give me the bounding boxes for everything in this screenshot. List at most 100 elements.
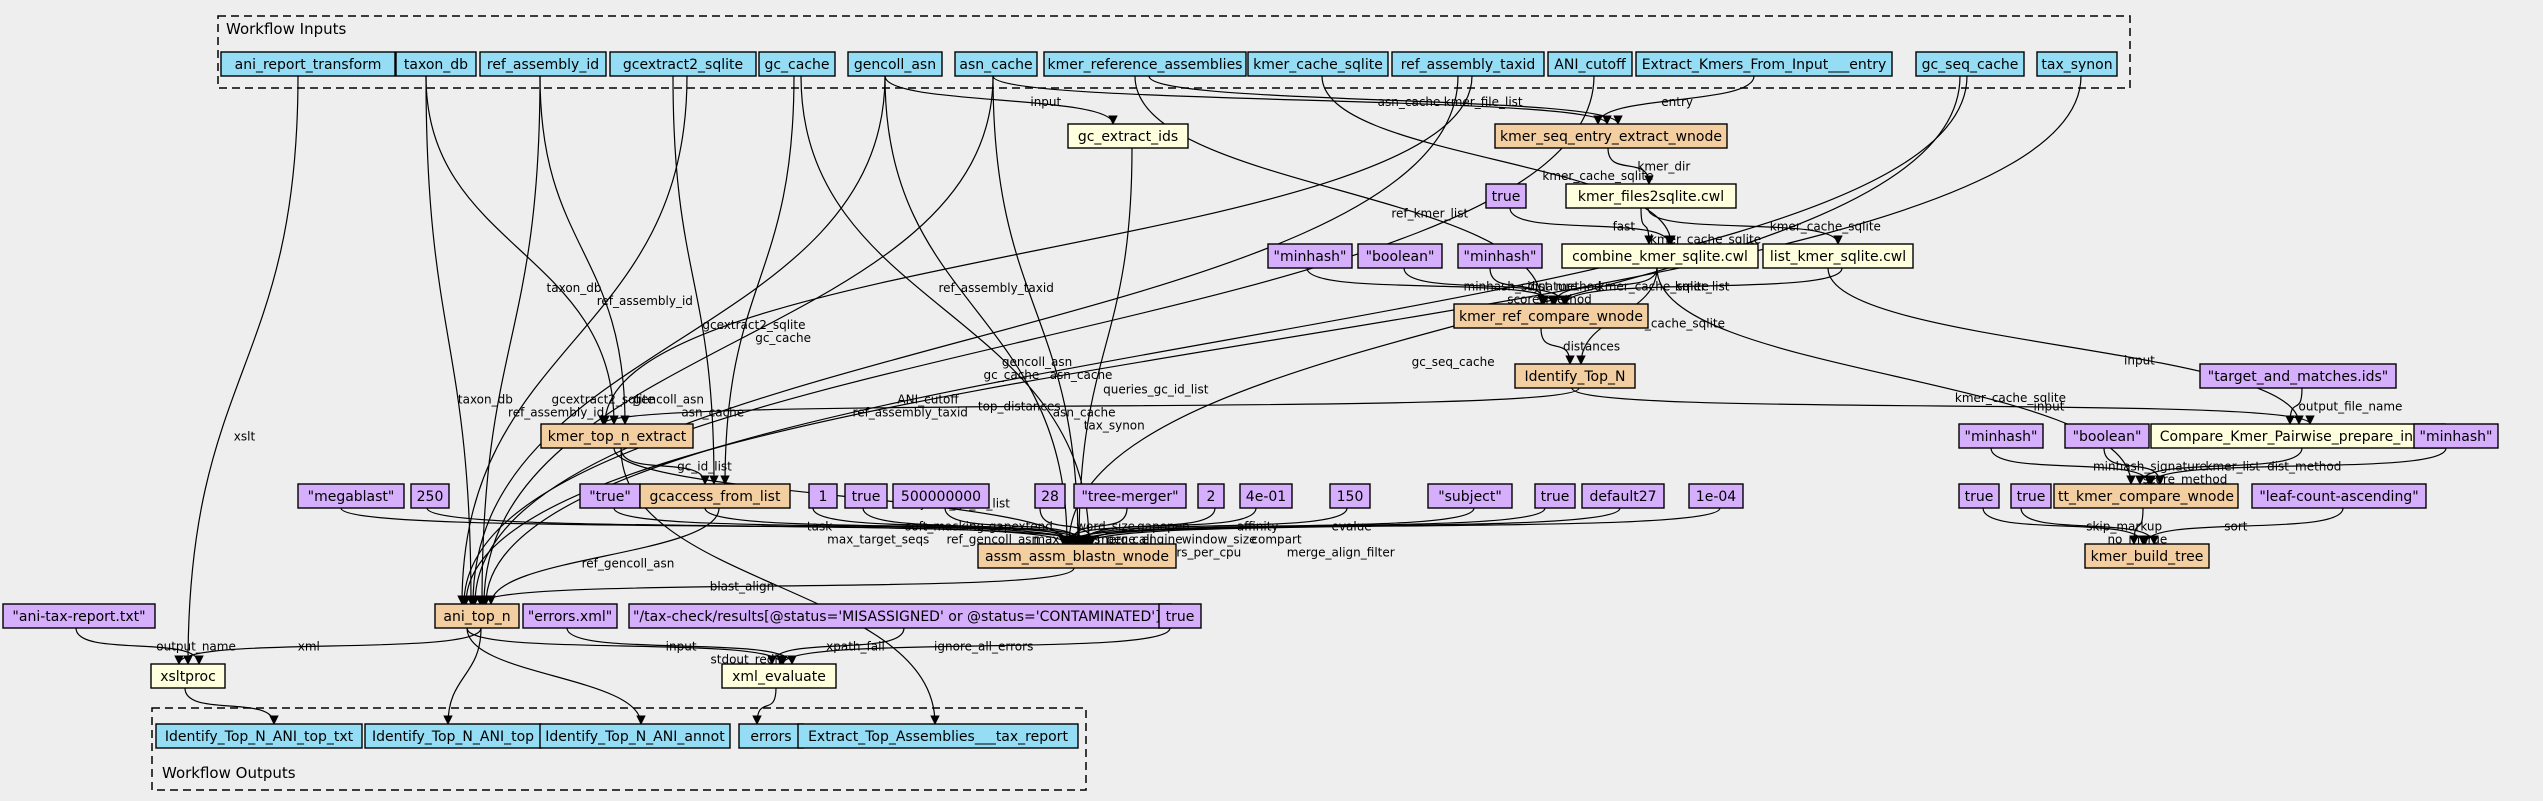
node-box bbox=[1688, 483, 1744, 509]
edge-label: ref_assembly_taxid bbox=[938, 281, 1053, 295]
constant-node-c-tree-merger[interactable]: "tree-merger" bbox=[1073, 483, 1187, 509]
input-node-gcextract2-sqlite[interactable]: gcextract2_sqlite bbox=[609, 51, 757, 77]
edge-xml_evaluate-to-out_errors bbox=[752, 687, 777, 725]
constant-node-c-boolean-2[interactable]: "boolean" bbox=[2064, 423, 2150, 449]
edge-c_true_1-to-combine_kmer_sqlite bbox=[1509, 207, 1674, 245]
tool-node-list-kmer-sqlite[interactable]: list_kmer_sqlite.cwl bbox=[1762, 243, 1914, 269]
node-label: gc_extract_ids bbox=[1078, 129, 1178, 145]
node-label: 150 bbox=[1337, 489, 1364, 505]
edge-label: gc_cache bbox=[755, 331, 811, 345]
input-node-kmer-reference-assemblies[interactable]: kmer_reference_assemblies bbox=[1043, 51, 1247, 77]
constant-node-c-boolean-1[interactable]: "boolean" bbox=[1357, 243, 1443, 269]
constant-node-c-true-4[interactable]: true bbox=[1958, 483, 2000, 509]
edge-kmer_cache_sqlite-to-combine_kmer_sqlite bbox=[1321, 75, 1676, 245]
tool-node-kmer-files2sqlite[interactable]: kmer_files2sqlite.cwl bbox=[1565, 183, 1737, 209]
node-label: gcaccess_from_list bbox=[650, 489, 781, 505]
subworkflow-node-assm-assm-blastn-wnode[interactable]: assm_assm_blastn_wnode bbox=[977, 543, 1177, 569]
constant-node-c-leaf-count[interactable]: "leaf-count-ascending" bbox=[2251, 483, 2427, 509]
edge-ref_assembly_id-to-kmer_top_n_extract bbox=[539, 75, 630, 425]
edge-kmer_top_n_extract-to-assm_assm_blastn_wnode bbox=[613, 447, 1073, 545]
node-box bbox=[2251, 483, 2427, 509]
node-label: "megablast" bbox=[308, 489, 395, 505]
node-label: kmer_reference_assemblies bbox=[1048, 57, 1243, 73]
input-node-tax-synon[interactable]: tax_synon bbox=[2036, 51, 2118, 77]
constant-node-c-errors-xml[interactable]: "errors.xml" bbox=[522, 603, 618, 629]
subworkflow-node-kmer-seq-entry-extract-wnode[interactable]: kmer_seq_entry_extract_wnode bbox=[1494, 123, 1728, 149]
edge-ANI_cutoff-to-ani_top_n bbox=[459, 75, 1595, 605]
constant-node-c-150[interactable]: 150 bbox=[1329, 483, 1371, 509]
constant-node-c-megablast[interactable]: "megablast" bbox=[297, 483, 405, 509]
node-box bbox=[1247, 51, 1389, 77]
constant-node-c-true-5[interactable]: true bbox=[2010, 483, 2052, 509]
constant-node-c-minhash-4[interactable]: "minhash" bbox=[2413, 423, 2499, 449]
constant-node-c-true-1[interactable]: true bbox=[1485, 183, 1527, 209]
constant-node-c-default27[interactable]: default27 bbox=[1581, 483, 1665, 509]
constant-node-c-4e01[interactable]: 4e-01 bbox=[1239, 483, 1293, 509]
subworkflow-node-kmer-build-tree[interactable]: kmer_build_tree bbox=[2084, 543, 2210, 569]
constant-node-c-28[interactable]: 28 bbox=[1034, 483, 1066, 509]
constant-node-c-250[interactable]: 250 bbox=[410, 483, 450, 509]
constant-node-c-ani-tax-report[interactable]: "ani-tax-report.txt" bbox=[2, 603, 156, 629]
constant-node-c-minhash-1[interactable]: "minhash" bbox=[1267, 243, 1353, 269]
tool-node-xml-evaluate[interactable]: xml_evaluate bbox=[721, 663, 837, 689]
output-node-out-errors[interactable]: errors bbox=[738, 723, 804, 749]
output-node-out-ani-top-txt[interactable]: Identify_Top_N_ANI_top_txt bbox=[155, 723, 363, 749]
constant-node-c-1[interactable]: 1 bbox=[808, 483, 838, 509]
input-node-extract-kmers-entry[interactable]: Extract_Kmers_From_Input___entry bbox=[1635, 51, 1893, 77]
edge-gencoll_asn-to-assm_assm_blastn_wnode bbox=[884, 75, 1072, 545]
node-label: ref_assembly_id bbox=[487, 57, 599, 73]
node-label: 1e-04 bbox=[1696, 489, 1736, 505]
input-node-gc-cache[interactable]: gc_cache bbox=[758, 51, 836, 77]
constant-node-c-true-2[interactable]: true bbox=[844, 483, 888, 509]
constant-node-c-2[interactable]: 2 bbox=[1197, 483, 1225, 509]
constant-node-c-target-matches[interactable]: "target_and_matches.ids" bbox=[2199, 363, 2397, 389]
subworkflow-node-tt-kmer-compare-wnode[interactable]: tt_kmer_compare_wnode bbox=[2053, 483, 2239, 509]
node-label: xml_evaluate bbox=[732, 669, 826, 685]
constant-node-c-true-str[interactable]: "true" bbox=[579, 483, 641, 509]
constant-node-c-true-6[interactable]: true bbox=[1158, 603, 1202, 629]
constant-node-c-minhash-2[interactable]: "minhash" bbox=[1457, 243, 1543, 269]
constant-node-c-minhash-3[interactable]: "minhash" bbox=[1958, 423, 2044, 449]
edge-gencoll_asn-to-gc_extract_ids bbox=[884, 75, 1118, 125]
node-label: assm_assm_blastn_wnode bbox=[985, 549, 1169, 565]
tool-node-gc-extract-ids[interactable]: gc_extract_ids bbox=[1067, 123, 1189, 149]
edge-label: xml bbox=[298, 639, 320, 653]
input-node-ANI-cutoff[interactable]: ANI_cutoff bbox=[1547, 51, 1633, 77]
node-label: Identify_Top_N_ANI_annot bbox=[545, 729, 725, 745]
node-label: combine_kmer_sqlite.cwl bbox=[1572, 249, 1748, 265]
subworkflow-node-kmer-top-n-extract[interactable]: kmer_top_n_extract bbox=[540, 423, 694, 449]
tool-node-combine-kmer-sqlite[interactable]: combine_kmer_sqlite.cwl bbox=[1561, 243, 1759, 269]
input-node-ref-assembly-id[interactable]: ref_assembly_id bbox=[479, 51, 607, 77]
node-label: "minhash" bbox=[1464, 249, 1537, 265]
subworkflow-node-kmer-ref-compare-wnode[interactable]: kmer_ref_compare_wnode bbox=[1453, 303, 1649, 329]
subworkflow-node-gcaccess-from-list[interactable]: gcaccess_from_list bbox=[639, 483, 791, 509]
constant-node-c-500000000[interactable]: 500000000 bbox=[892, 483, 990, 509]
edge-taxon_db-to-kmer_top_n_extract bbox=[425, 75, 619, 425]
node-label: gencoll_asn bbox=[854, 57, 936, 73]
edge-asn_cache-to-ani_top_n bbox=[479, 75, 994, 605]
input-node-kmer-cache-sqlite[interactable]: kmer_cache_sqlite bbox=[1247, 51, 1389, 77]
input-node-gc-seq-cache[interactable]: gc_seq_cache bbox=[1915, 51, 2025, 77]
edge-label: skip_markup bbox=[2086, 519, 2162, 533]
constant-node-c-true-3[interactable]: true bbox=[1534, 483, 1576, 509]
input-node-gencoll-asn[interactable]: gencoll_asn bbox=[847, 51, 943, 77]
tool-node-compare-kmer-pairwise[interactable]: Compare_Kmer_Pairwise_prepare_input bbox=[2150, 423, 2446, 449]
node-label: 28 bbox=[1041, 489, 1059, 505]
subworkflow-node-Identify-Top-N[interactable]: Identify_Top_N bbox=[1514, 363, 1636, 389]
input-node-taxon-db[interactable]: taxon_db bbox=[395, 51, 477, 77]
output-node-out-ani-annot[interactable]: Identify_Top_N_ANI_annot bbox=[539, 723, 731, 749]
edge-c_minhash_4-to-tt_kmer_compare_wnode bbox=[2146, 447, 2447, 485]
input-node-asn-cache[interactable]: asn_cache bbox=[954, 51, 1038, 77]
node-label: ref_assembly_taxid bbox=[1401, 57, 1536, 73]
output-node-out-tax-report[interactable]: Extract_Top_Assemblies___tax_report bbox=[797, 723, 1079, 749]
constant-node-c-subject[interactable]: "subject" bbox=[1427, 483, 1513, 509]
constant-node-c-xpath[interactable]: "/tax-check/results[@status='MISASSIGNED… bbox=[628, 603, 1172, 629]
edge-label: merge_align_filter bbox=[1287, 545, 1395, 559]
output-node-out-ani-top[interactable]: Identify_Top_N_ANI_top bbox=[364, 723, 542, 749]
tool-node-xsltproc[interactable]: xsltproc bbox=[150, 663, 226, 689]
input-node-ani-report-transform[interactable]: ani_report_transform bbox=[220, 51, 396, 77]
edge-ani_top_n-to-xsltproc bbox=[174, 627, 482, 665]
subworkflow-node-ani-top-n[interactable]: ani_top_n bbox=[434, 603, 520, 629]
input-node-ref-assembly-taxid[interactable]: ref_assembly_taxid bbox=[1391, 51, 1545, 77]
constant-node-c-1e04[interactable]: 1e-04 bbox=[1688, 483, 1744, 509]
